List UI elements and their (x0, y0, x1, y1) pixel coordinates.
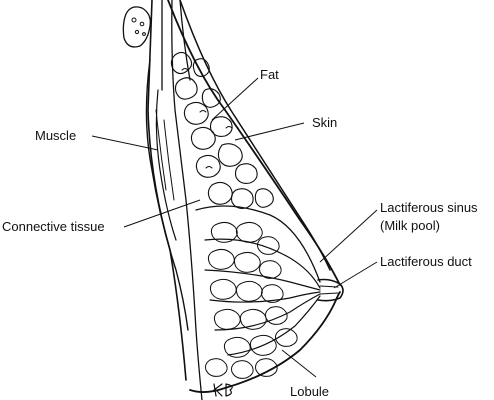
muscle-layer (145, 59, 189, 331)
leader-muscle (91, 135, 159, 151)
skin-outline (167, 0, 341, 393)
artist-signature (213, 383, 233, 397)
label-lactiferous-sinus: Lactiferous sinus (380, 200, 478, 215)
label-fat: Fat (260, 67, 279, 82)
label-milk-pool: (Milk pool) (380, 218, 440, 233)
leader-lactiferous-duct (333, 261, 378, 289)
nipple (317, 278, 344, 302)
label-muscle: Muscle (35, 128, 76, 143)
leader-connective-tissue (123, 199, 201, 228)
label-skin: Skin (312, 115, 337, 130)
label-lactiferous-duct: Lactiferous duct (380, 254, 472, 269)
label-connective-tissue: Connective tissue (2, 219, 105, 234)
label-lobule: Lobule (290, 384, 329, 399)
fat-tissue (170, 51, 274, 209)
glandular-tissue (195, 205, 321, 379)
leader-lactiferous-sinus (319, 209, 378, 263)
leader-fat (211, 77, 259, 121)
leader-skin (234, 122, 305, 141)
leader-lobule (281, 349, 317, 378)
rib-fragment (122, 6, 151, 48)
leader-lines (91, 77, 378, 378)
